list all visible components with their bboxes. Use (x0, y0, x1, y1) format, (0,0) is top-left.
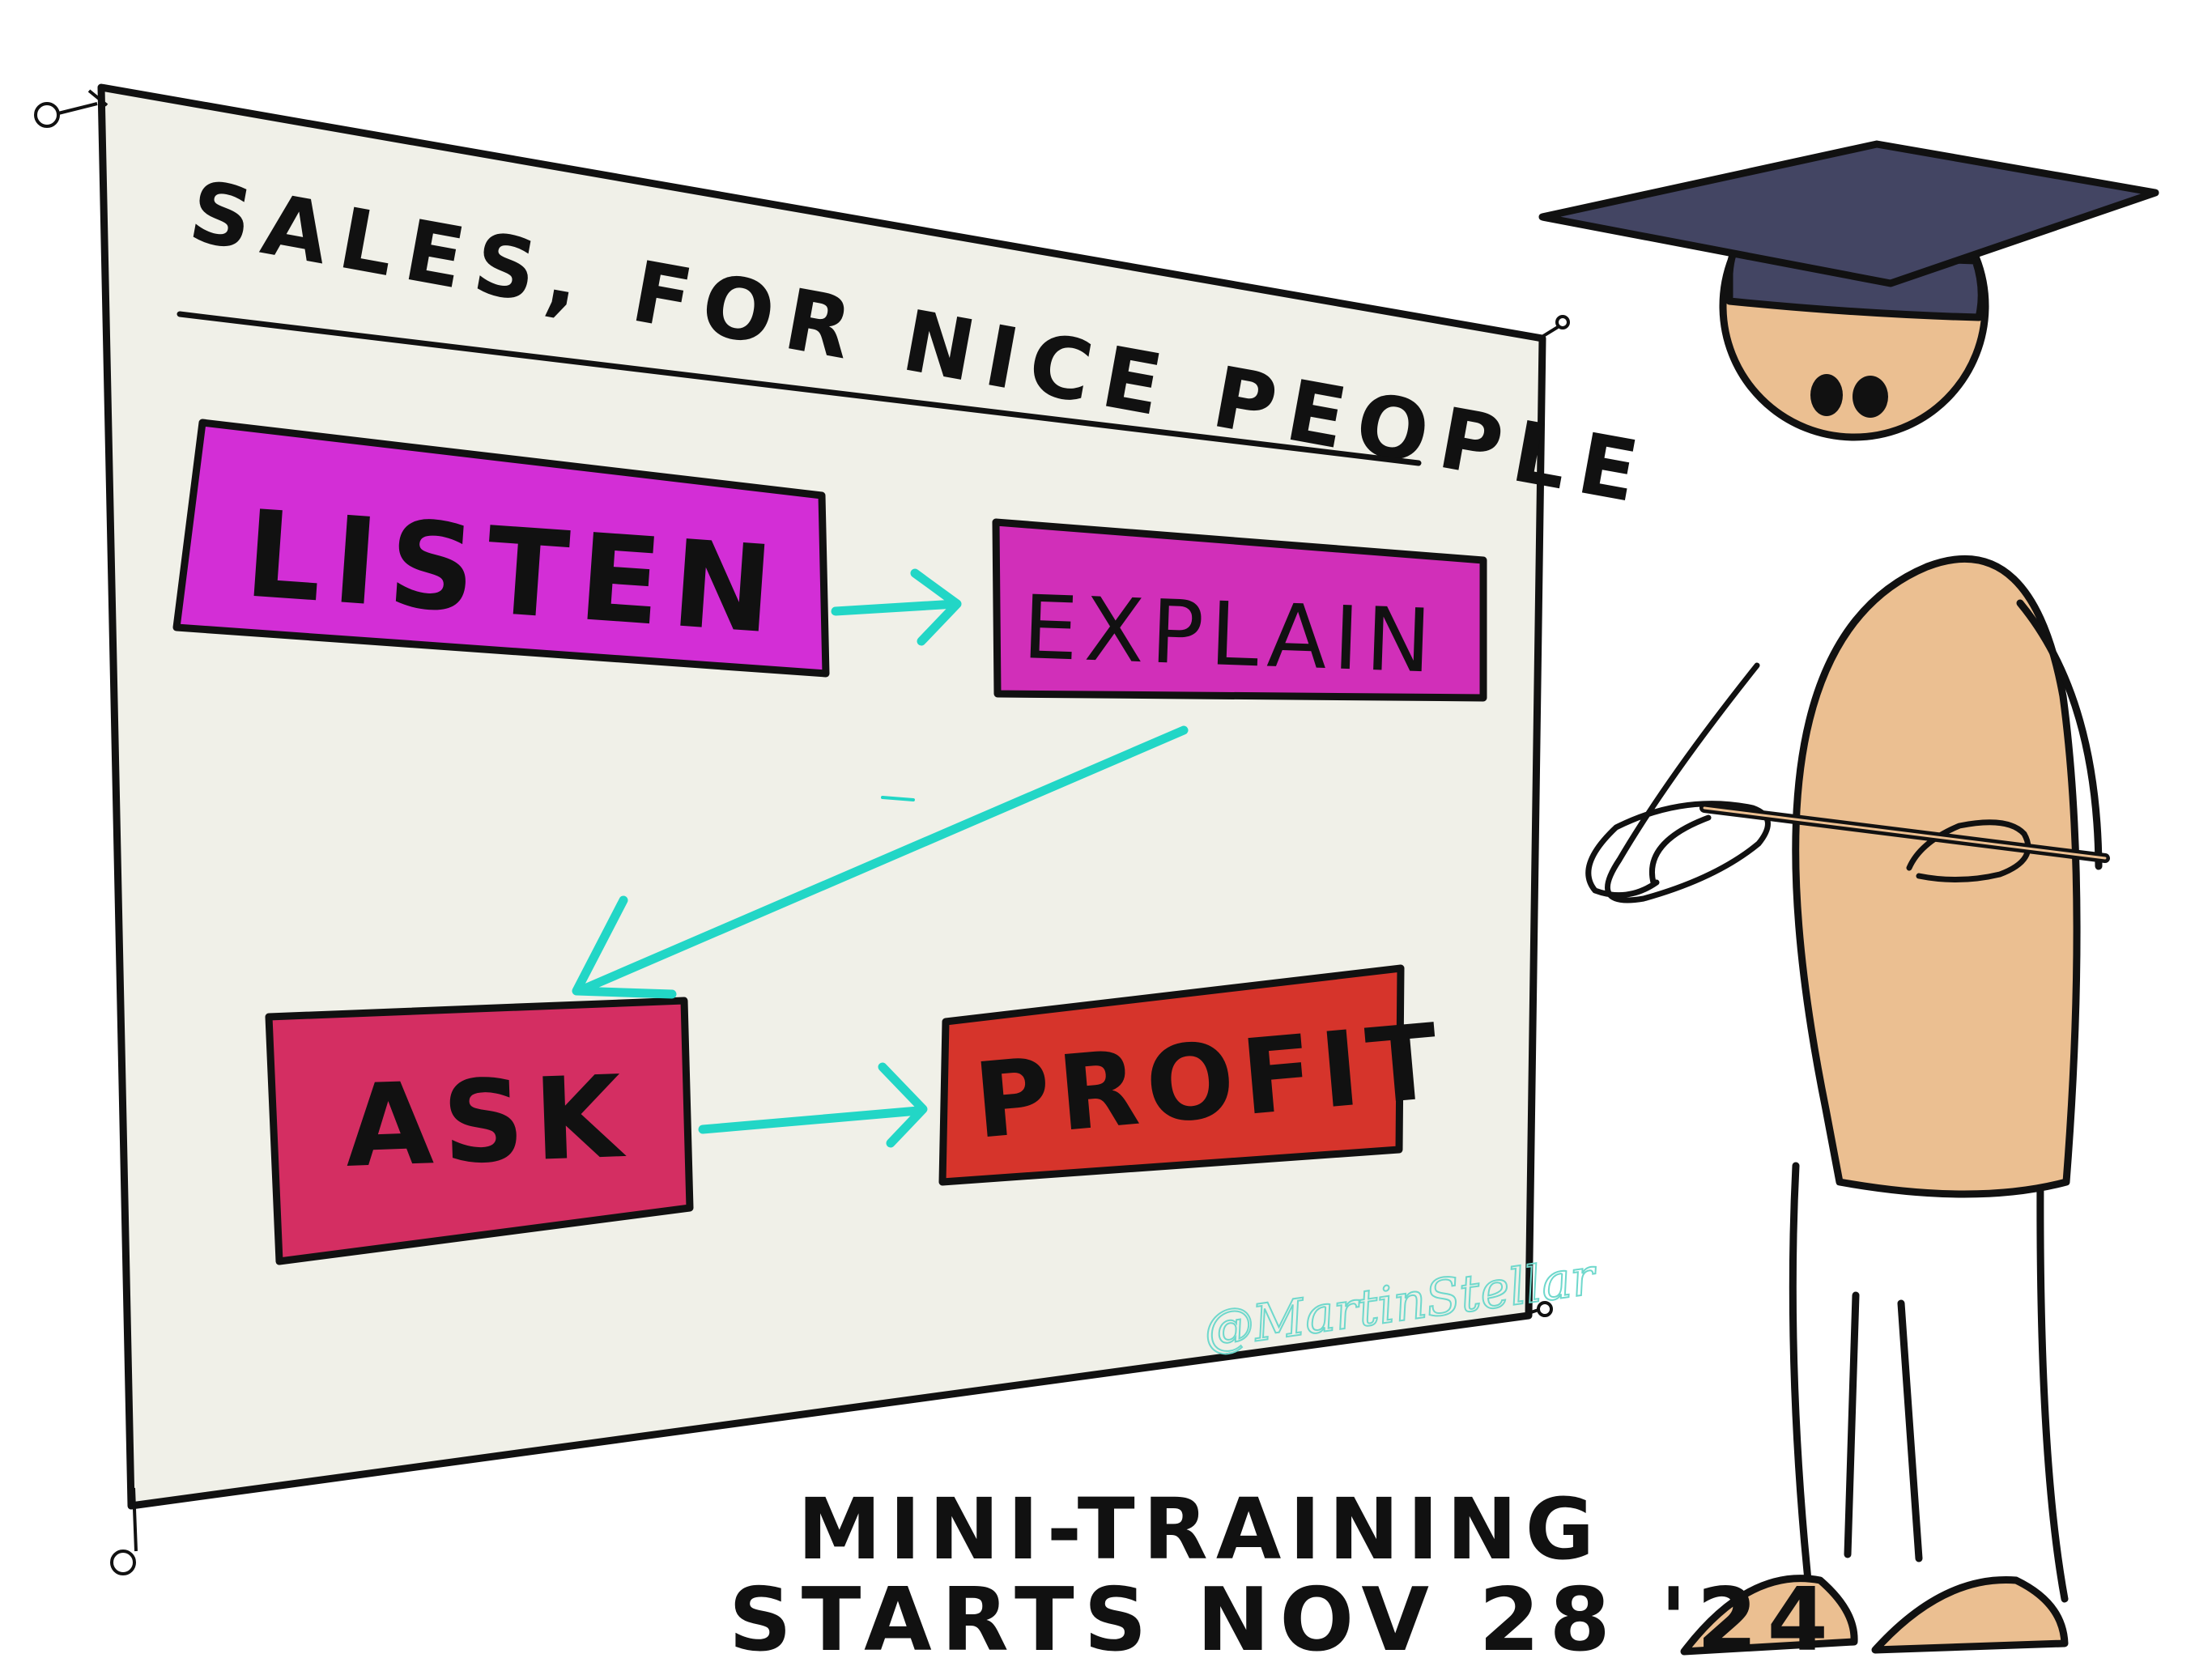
flow-step-ask: ASK (265, 997, 694, 1265)
whiteboard: SALES, FOR NICE PEOPLE LISTEN EXPLAIN AS… (34, 83, 1657, 1575)
arrow-ask-to-profit (698, 1062, 928, 1148)
flow-box (172, 419, 830, 678)
character-eye (1810, 374, 1843, 416)
board-pin-bottom-left (110, 1487, 138, 1575)
flow-box-label: EXPLAIN (1021, 577, 1440, 693)
flow-box-label: ASK (342, 1052, 633, 1193)
caption-line-2: STARTS NOV 28 '24 (729, 1570, 1838, 1658)
flow-box (938, 964, 1405, 1186)
character-foot-left (1680, 1575, 1858, 1656)
title-underline (177, 311, 1422, 466)
flow-step-profit: PROFIT (938, 964, 1451, 1186)
stray-mark (881, 796, 915, 801)
board-pin-bottom-right (1528, 1301, 1553, 1317)
character-legs (1789, 1158, 2039, 1627)
board-pin-top-left (34, 89, 108, 128)
flow-box (265, 997, 694, 1265)
flow-box (992, 518, 1487, 702)
flow-arrows (572, 568, 1189, 1148)
character-foot-right (1871, 1576, 2069, 1654)
board-pin-top-right (1535, 315, 1570, 342)
arrow-explain-to-ask (572, 725, 1189, 999)
graduate-character (1538, 140, 2159, 1656)
arrow-listen-to-explain (831, 568, 962, 646)
cap-board (1538, 140, 2159, 287)
flow-step-explain: EXPLAIN (992, 518, 1487, 702)
caption: MINI-TRAINING STARTS NOV 28 '24 (729, 1480, 1838, 1658)
flow-step-listen: LISTEN (172, 419, 830, 678)
character-eye (1853, 376, 1888, 418)
caption-line-1: MINI-TRAINING (798, 1480, 1602, 1579)
